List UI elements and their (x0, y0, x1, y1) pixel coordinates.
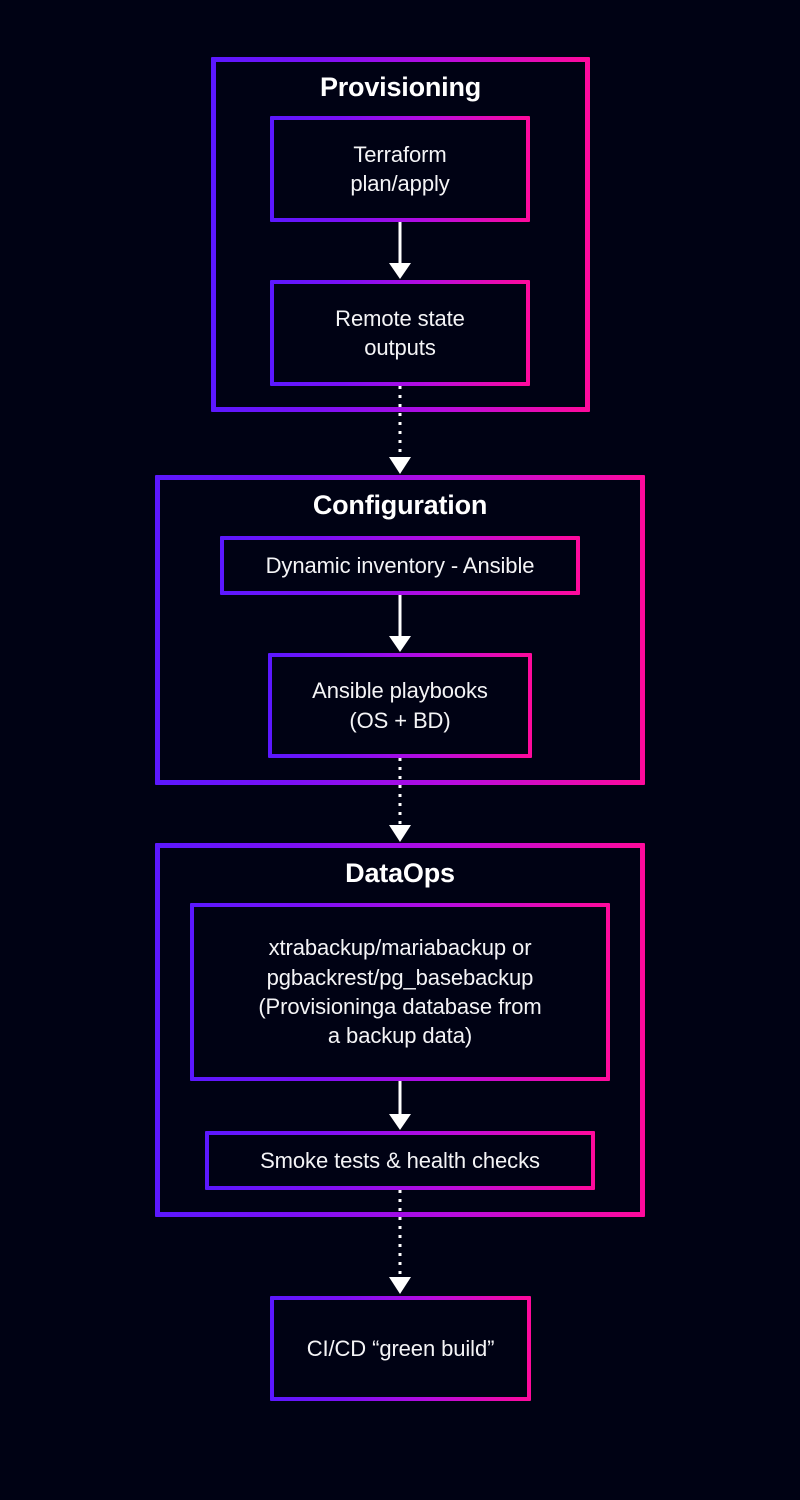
cluster-configuration-title: Configuration (312, 490, 488, 520)
node-remote-state[interactable]: Remote state outputs (270, 280, 530, 386)
node-dynamic-inventory-label: Dynamic inventory - Ansible (265, 552, 535, 578)
node-terraform-label: Terraform plan/apply (350, 141, 450, 196)
node-dynamic-inventory[interactable]: Dynamic inventory - Ansible (220, 536, 580, 595)
node-terraform[interactable]: Terraform plan/apply (270, 116, 530, 222)
node-backup-tools-label: xtrabackup/mariabackup or pgbackrest/pg_… (258, 935, 542, 1049)
cluster-provisioning-title: Provisioning (319, 72, 482, 102)
node-cicd-green-build-label: CI/CD “green build” (306, 1335, 495, 1361)
node-backup-tools[interactable]: xtrabackup/mariabackup or pgbackrest/pg_… (190, 903, 610, 1081)
node-cicd-green-build[interactable]: CI/CD “green build” (270, 1296, 531, 1401)
node-ansible-playbooks[interactable]: Ansible playbooks (OS + BD) (268, 653, 532, 758)
cluster-dataops-title: DataOps (345, 858, 455, 888)
node-remote-state-label: Remote state outputs (335, 305, 465, 360)
node-smoke-tests-label: Smoke tests & health checks (260, 1147, 540, 1173)
node-smoke-tests[interactable]: Smoke tests & health checks (205, 1131, 595, 1190)
node-ansible-playbooks-label: Ansible playbooks (OS + BD) (312, 678, 488, 733)
